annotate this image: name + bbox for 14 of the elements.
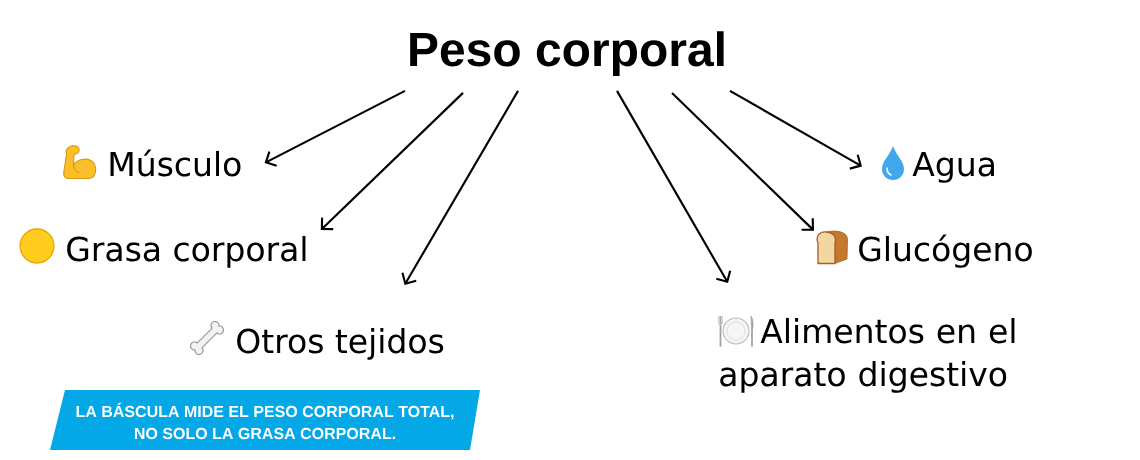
arrow bbox=[671, 92, 814, 231]
arrow bbox=[401, 90, 519, 285]
category-label: Músculo bbox=[110, 149, 241, 177]
arrow bbox=[320, 92, 464, 231]
category-label: Otros tejidos bbox=[237, 327, 444, 360]
category-label: Alimentos en el aparato digestivo bbox=[720, 317, 1015, 393]
note-banner: LA BÁSCULA MIDE EL PESO CORPORAL TOTAL, NO SOLO LA GRASA CORPORAL. bbox=[50, 390, 480, 450]
category-label: Grasa corporal bbox=[67, 235, 306, 268]
category-label: Glucógeno bbox=[859, 234, 1032, 268]
arrow bbox=[616, 90, 732, 283]
heading: Peso corporal bbox=[410, 31, 724, 76]
arrow bbox=[264, 89, 406, 167]
arrow bbox=[729, 89, 862, 170]
category-label: Agua bbox=[912, 151, 994, 183]
